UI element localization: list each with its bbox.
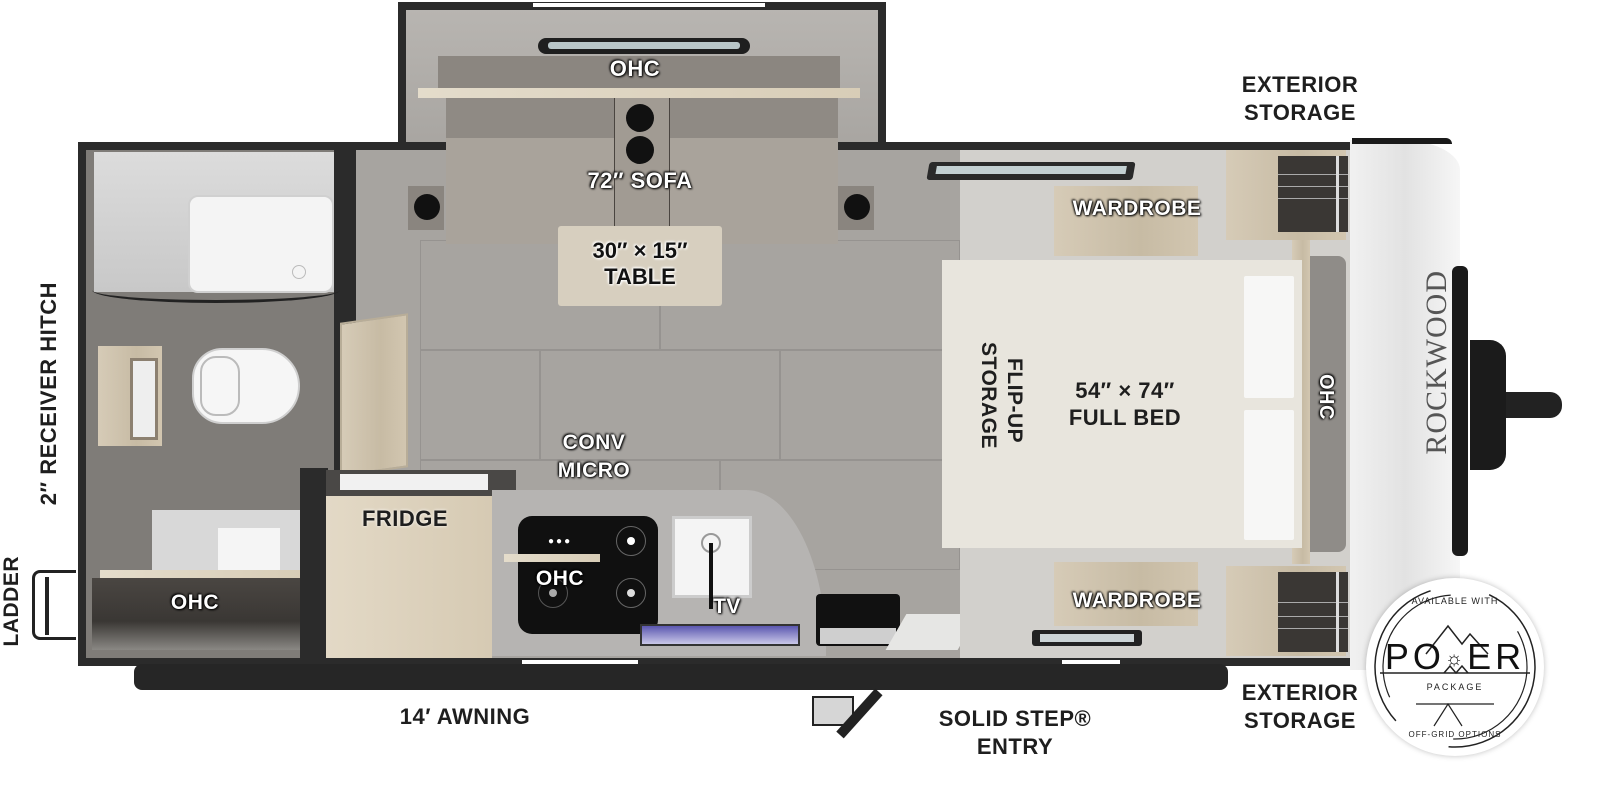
burner-icon [538, 578, 568, 608]
cupholder-icon [626, 104, 654, 132]
awning-highlight-1 [522, 660, 638, 664]
table [558, 226, 722, 306]
wardrobe-bottom-label: WARDROBE [1072, 589, 1202, 612]
fridge-wall [300, 468, 328, 658]
exterior-storage-top-label-2: STORAGE [1244, 100, 1356, 125]
table-label: TABLE [604, 264, 676, 289]
conv-micro-label-1: CONV [562, 431, 626, 454]
propane-cover [1470, 340, 1506, 470]
pillow-top [1244, 276, 1294, 398]
slideout-wall-top-highlight [533, 3, 765, 7]
slide-ohc-shelf [418, 88, 860, 98]
bath-ohc-cabinet [92, 578, 300, 650]
sun-icon: ☼ [1444, 647, 1468, 670]
bedroom-window-top [926, 162, 1136, 180]
tv [640, 624, 800, 646]
badge-ring-icon [1374, 586, 1536, 748]
bath-sink-counter [152, 510, 304, 576]
pillow-bottom [1244, 410, 1294, 540]
wardrobe-top-label: WARDROBE [1072, 197, 1202, 220]
burner-icon [616, 578, 646, 608]
entry-label-1: SOLID STEP® [938, 706, 1092, 731]
speaker-right-icon [838, 186, 874, 230]
sofa-label: 72″ SOFA [587, 168, 693, 193]
kitchen-ohc-shelf [504, 554, 600, 562]
bed-label: FULL BED [1068, 405, 1182, 430]
ladder-icon [32, 570, 76, 640]
power-package-badge: AVAILABLE WITH PO☼ER PACKAGE OFF-GRID OP… [1366, 578, 1544, 756]
badge-sub-text: PACKAGE [1426, 682, 1484, 692]
front-ohc-label: OHC [1315, 374, 1337, 420]
badge-top-text: AVAILABLE WITH [1411, 596, 1499, 606]
front-cap-top-rim [1352, 138, 1452, 144]
exterior-storage-bottom-label-1: EXTERIOR [1241, 680, 1359, 705]
bed [942, 260, 1302, 548]
badge-bottom-text: OFF-GRID OPTIONS [1408, 730, 1502, 739]
awning-roller [134, 664, 1228, 690]
hitch-coupler-icon [1506, 392, 1562, 418]
bedroom-window-bottom [1032, 630, 1142, 646]
front-cap-window [1452, 266, 1468, 556]
knobs-icon: ●●● [548, 536, 573, 547]
flip-up-label-2: STORAGE [977, 342, 1001, 449]
badge-main-right: ER [1467, 636, 1526, 677]
wardrobe-bottom [1054, 562, 1198, 626]
exterior-storage-top-label-1: EXTERIOR [1241, 72, 1359, 97]
slideout-window [538, 38, 750, 54]
kitchen-sink [672, 516, 752, 609]
front-ohc-cabinet [1306, 256, 1346, 552]
bath-ohc-label: OHC [170, 591, 220, 614]
table-size-label: 30″ × 15″ [592, 238, 688, 263]
conv-micro-label-2: MICRO [557, 459, 631, 482]
entry-step-icon [812, 688, 902, 739]
bathroom-door[interactable] [340, 313, 408, 477]
exterior-storage-bottom-label-2: STORAGE [1244, 708, 1356, 733]
awning-highlight-2 [1062, 660, 1120, 664]
brand-logo: ROCKWOOD [1420, 270, 1453, 455]
medicine-cabinet [98, 346, 162, 446]
awning-label: 14′ AWNING [399, 704, 531, 729]
bed-size-label: 54″ × 74″ [1075, 378, 1175, 403]
exterior-storage-top-compartment [1278, 156, 1348, 232]
cupholder-icon [626, 136, 654, 164]
fridge-label: FRIDGE [361, 506, 449, 531]
burner-icon [616, 526, 646, 556]
speaker-left-icon [408, 186, 444, 230]
exterior-storage-bottom-compartment [1278, 572, 1348, 652]
toilet-icon [192, 348, 300, 424]
kitchen-ohc-label: OHC [535, 567, 585, 590]
step-housing [816, 594, 900, 646]
receiver-hitch-label: 2″ RECEIVER HITCH [36, 282, 61, 506]
fridge-top [326, 470, 516, 496]
slide-ohc-label: OHC [609, 56, 661, 81]
entry-label-2: ENTRY [976, 734, 1054, 759]
stovetop: ●●● [518, 516, 658, 634]
ladder-label: LADDER [0, 556, 23, 647]
badge-main-left: PO [1384, 636, 1445, 677]
wardrobe-top [1054, 186, 1198, 256]
flip-up-label-1: FLIP-UP [1003, 358, 1027, 444]
fridge [326, 496, 492, 658]
shower-pan [188, 195, 334, 293]
tv-label: TV [713, 595, 741, 618]
bath-shelf [100, 570, 300, 578]
